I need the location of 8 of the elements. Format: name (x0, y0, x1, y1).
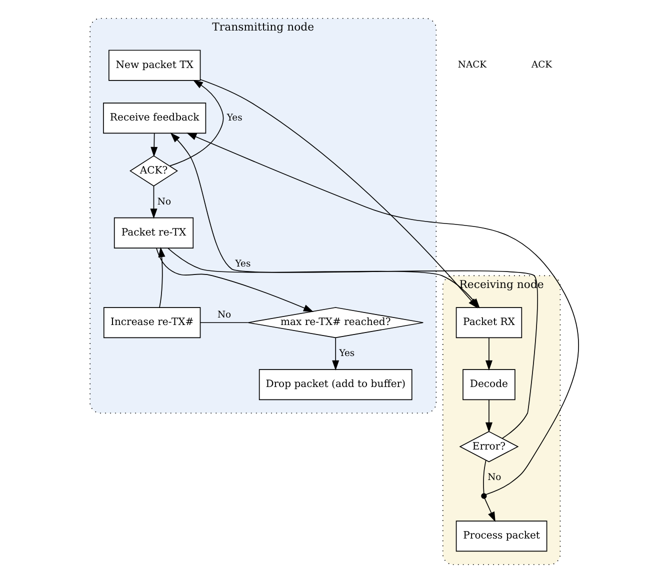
edge-label: No (488, 472, 502, 483)
label: NACK (458, 60, 487, 71)
label: ACK (531, 60, 552, 71)
edge-label: Yes (339, 348, 355, 359)
edge-label: Yes (235, 258, 251, 270)
edge-label: Yes (226, 112, 242, 124)
edge-label: No (217, 309, 232, 320)
edge-label: No (157, 196, 172, 208)
